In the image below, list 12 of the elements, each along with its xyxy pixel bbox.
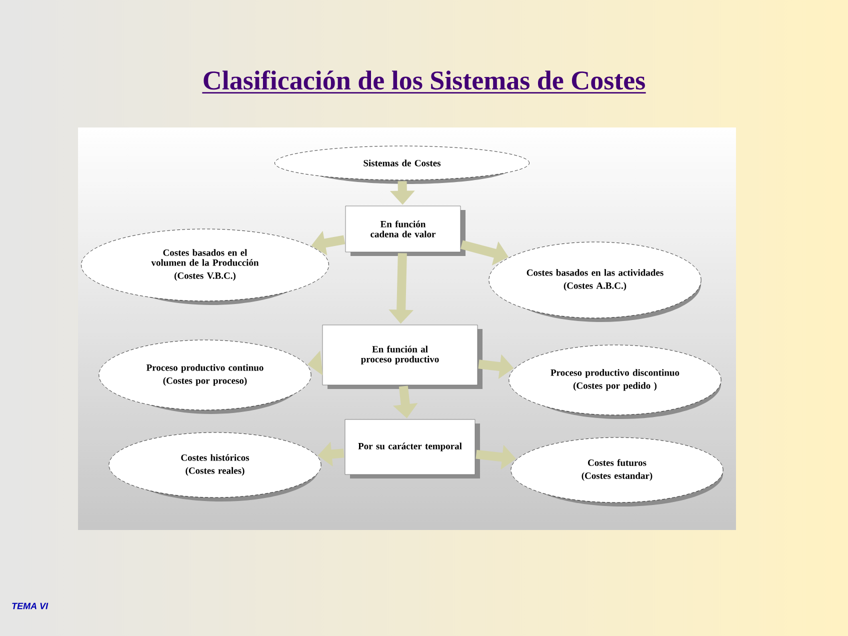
ellipse-node: Costes futuros (Costes estandar) [510, 437, 724, 506]
ellipse-node: Costes históricos (Costes reales) [108, 432, 322, 502]
process-box: Por su carácter temporal [344, 419, 480, 478]
ellipse-node: Sistemas de Costes [274, 146, 530, 184]
ellipse-node: Costes basados en las actividades (Costes A.B.C.) [488, 242, 702, 322]
title: Clasificación de los Sistemas de Costes [202, 70, 646, 94]
ellipse-node: Proceso productivo discontinuo (Costes por pedido ) [508, 344, 722, 419]
process-box: En función al proceso productivo [322, 324, 482, 389]
process-box: En función cadena de valor [345, 206, 466, 256]
footer-label: TEMA VI [12, 602, 48, 610]
ellipse-node: Proceso productivo continuo (Costes por proceso) [98, 340, 312, 414]
ellipse-node: Costes basados en el volumen de la Producción (Costes V.B.C.) [81, 228, 329, 305]
